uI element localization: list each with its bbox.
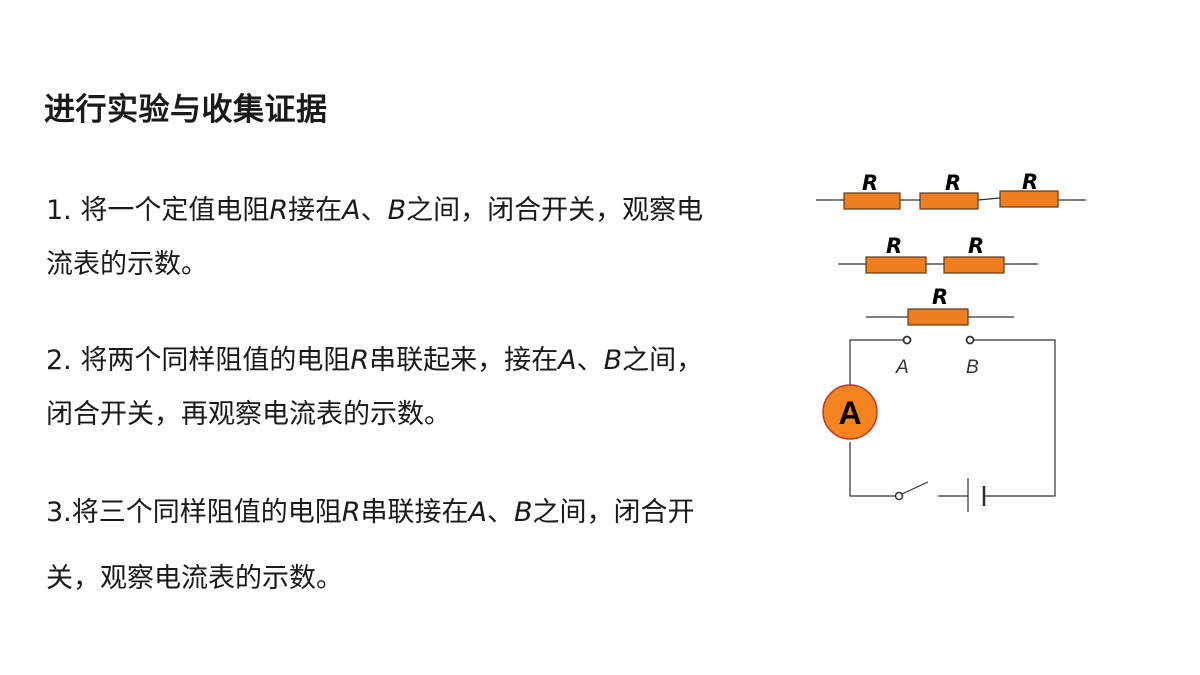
switch-lever bbox=[901, 481, 929, 495]
resistor-label: R bbox=[968, 234, 984, 258]
resistor bbox=[919, 192, 979, 210]
resistor-label: R bbox=[862, 171, 878, 195]
switch-contact bbox=[894, 491, 904, 501]
terminal-b-label: B bbox=[966, 357, 979, 378]
resistor-label: R bbox=[932, 285, 948, 309]
two-resistor-row bbox=[838, 256, 1038, 274]
resistor bbox=[999, 190, 1059, 208]
step-3: 3.将三个同样阻值的电阻R串联接在A、B之间，闭合开关，观察电流表的示数。 bbox=[46, 497, 695, 594]
wire-left-top bbox=[849, 339, 904, 392]
resistor-label: R bbox=[886, 234, 902, 258]
resistor bbox=[865, 256, 927, 274]
wire bbox=[977, 197, 1001, 201]
page-title: 进行实验与收集证据 bbox=[44, 92, 328, 128]
circuit-diagram: R R R R R R A B A bbox=[816, 170, 1086, 512]
wire-left-bottom bbox=[849, 442, 896, 497]
three-resistor-row bbox=[816, 190, 1086, 210]
resistor-label: R bbox=[945, 171, 961, 195]
resistor-label: R bbox=[1022, 170, 1038, 194]
resistor bbox=[943, 256, 1005, 274]
wire-right bbox=[974, 339, 1056, 497]
main-circuit bbox=[849, 339, 1056, 512]
terminal-a bbox=[902, 335, 912, 345]
ammeter-label: A bbox=[838, 395, 861, 431]
step-2: 2. 将两个同样阻值的电阻R串联起来，接在A、B之间，闭合开关，再观察电流表的示… bbox=[46, 345, 704, 430]
ammeter bbox=[822, 384, 878, 440]
resistor bbox=[843, 192, 901, 210]
terminal-a-label: A bbox=[895, 357, 909, 378]
resistor bbox=[907, 308, 969, 326]
terminal-b bbox=[965, 335, 975, 345]
one-resistor-row bbox=[866, 308, 1014, 326]
step-1: 1. 将一个定值电阻R接在A、B之间，闭合开关，观察电流表的示数。 bbox=[46, 195, 704, 280]
